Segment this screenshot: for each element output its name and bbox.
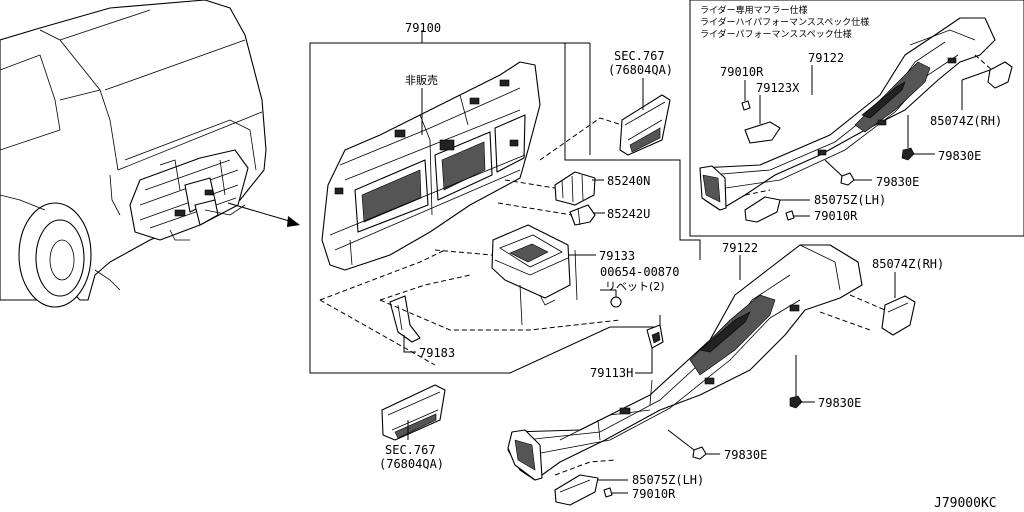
note-line-2: ライダーハイパフォーマンススペック仕様 <box>700 16 869 28</box>
inset-variant-box <box>689 0 1024 237</box>
label-85075z-inset: 85075Z(LH) <box>814 193 886 207</box>
label-hihanbai: 非販売 <box>405 74 438 87</box>
part-85074z-rh-inset <box>961 61 1013 110</box>
label-sec767-bottom: SEC.767 <box>385 443 436 457</box>
vehicle-rear-illustration <box>0 0 267 308</box>
label-76804qa-bottom: (76804QA) <box>379 457 444 471</box>
part-85075z-lh-inset <box>744 196 810 223</box>
part-79113h <box>635 324 664 374</box>
part-rivet-00654 <box>600 289 622 308</box>
label-79122-main: 79122 <box>722 241 758 255</box>
label-76804qa-top: (76804QA) <box>608 63 673 77</box>
part-79123x <box>744 95 781 144</box>
note-line-3: ライダーパフォーマンススペック仕様 <box>700 28 852 40</box>
label-79830e-inset-a: 79830E <box>938 149 981 163</box>
label-79830e-main-a: 79830E <box>818 396 861 410</box>
part-79010r-inset-top <box>741 80 751 111</box>
label-85075z-main: 85075Z(LH) <box>632 473 704 487</box>
label-79830e-main-b: 79830E <box>724 448 767 462</box>
label-sec767-top: SEC.767 <box>614 49 665 63</box>
label-79122-inset: 79122 <box>808 51 844 65</box>
label-79010r-inset-bot: 79010R <box>814 209 858 223</box>
part-sec767-lower <box>381 384 446 441</box>
part-79122-main <box>507 244 863 481</box>
label-79183: 79183 <box>419 346 455 360</box>
diagram-code: J79000KC <box>934 496 997 511</box>
label-79830e-inset-b: 79830E <box>876 175 919 189</box>
part-79830e-clip-main-b <box>667 429 720 460</box>
note-line-1: ライダー専用マフラー仕様 <box>700 4 808 16</box>
label-79133: 79133 <box>599 249 635 263</box>
part-79830e-clip-inset-b <box>824 159 872 186</box>
part-85075z-lh-main <box>554 474 628 506</box>
label-00654-00870: 00654-00870 <box>600 265 679 279</box>
part-sec767-upper <box>619 78 671 156</box>
part-79133 <box>491 224 596 326</box>
part-79183 <box>389 295 421 353</box>
part-79010r-main <box>603 487 628 498</box>
label-79123x: 79123X <box>756 81 800 95</box>
label-rivet: リベット(2) <box>605 280 665 293</box>
label-85074z-main: 85074Z(RH) <box>872 257 944 271</box>
part-79122-inset <box>699 17 996 211</box>
label-85240n: 85240N <box>607 174 650 188</box>
rear-panel-trim-79100 <box>321 61 541 271</box>
label-79010r-main: 79010R <box>632 487 676 501</box>
label-79010r-inset-top: 79010R <box>720 65 764 79</box>
part-79830e-clip-main-a <box>789 355 815 409</box>
part-79010r-inset-bot <box>785 210 810 221</box>
part-85240n <box>554 171 604 206</box>
assembly-group-79100 <box>309 30 701 374</box>
part-79830e-clip-inset-a <box>901 115 935 161</box>
part-85074z-rh-main <box>881 272 916 336</box>
rear-bumper-structure <box>129 149 249 241</box>
label-79113h: 79113H <box>590 366 633 380</box>
inset-notes: ライダー専用マフラー仕様 ライダーハイパフォーマンススペック仕様 ライダーパフォ… <box>700 4 869 40</box>
label-85242u: 85242U <box>607 207 650 221</box>
part-85242u <box>569 204 605 226</box>
pointer-arrow <box>227 202 300 227</box>
label-79100: 79100 <box>405 21 441 35</box>
label-85074z-inset: 85074Z(RH) <box>930 114 1002 128</box>
